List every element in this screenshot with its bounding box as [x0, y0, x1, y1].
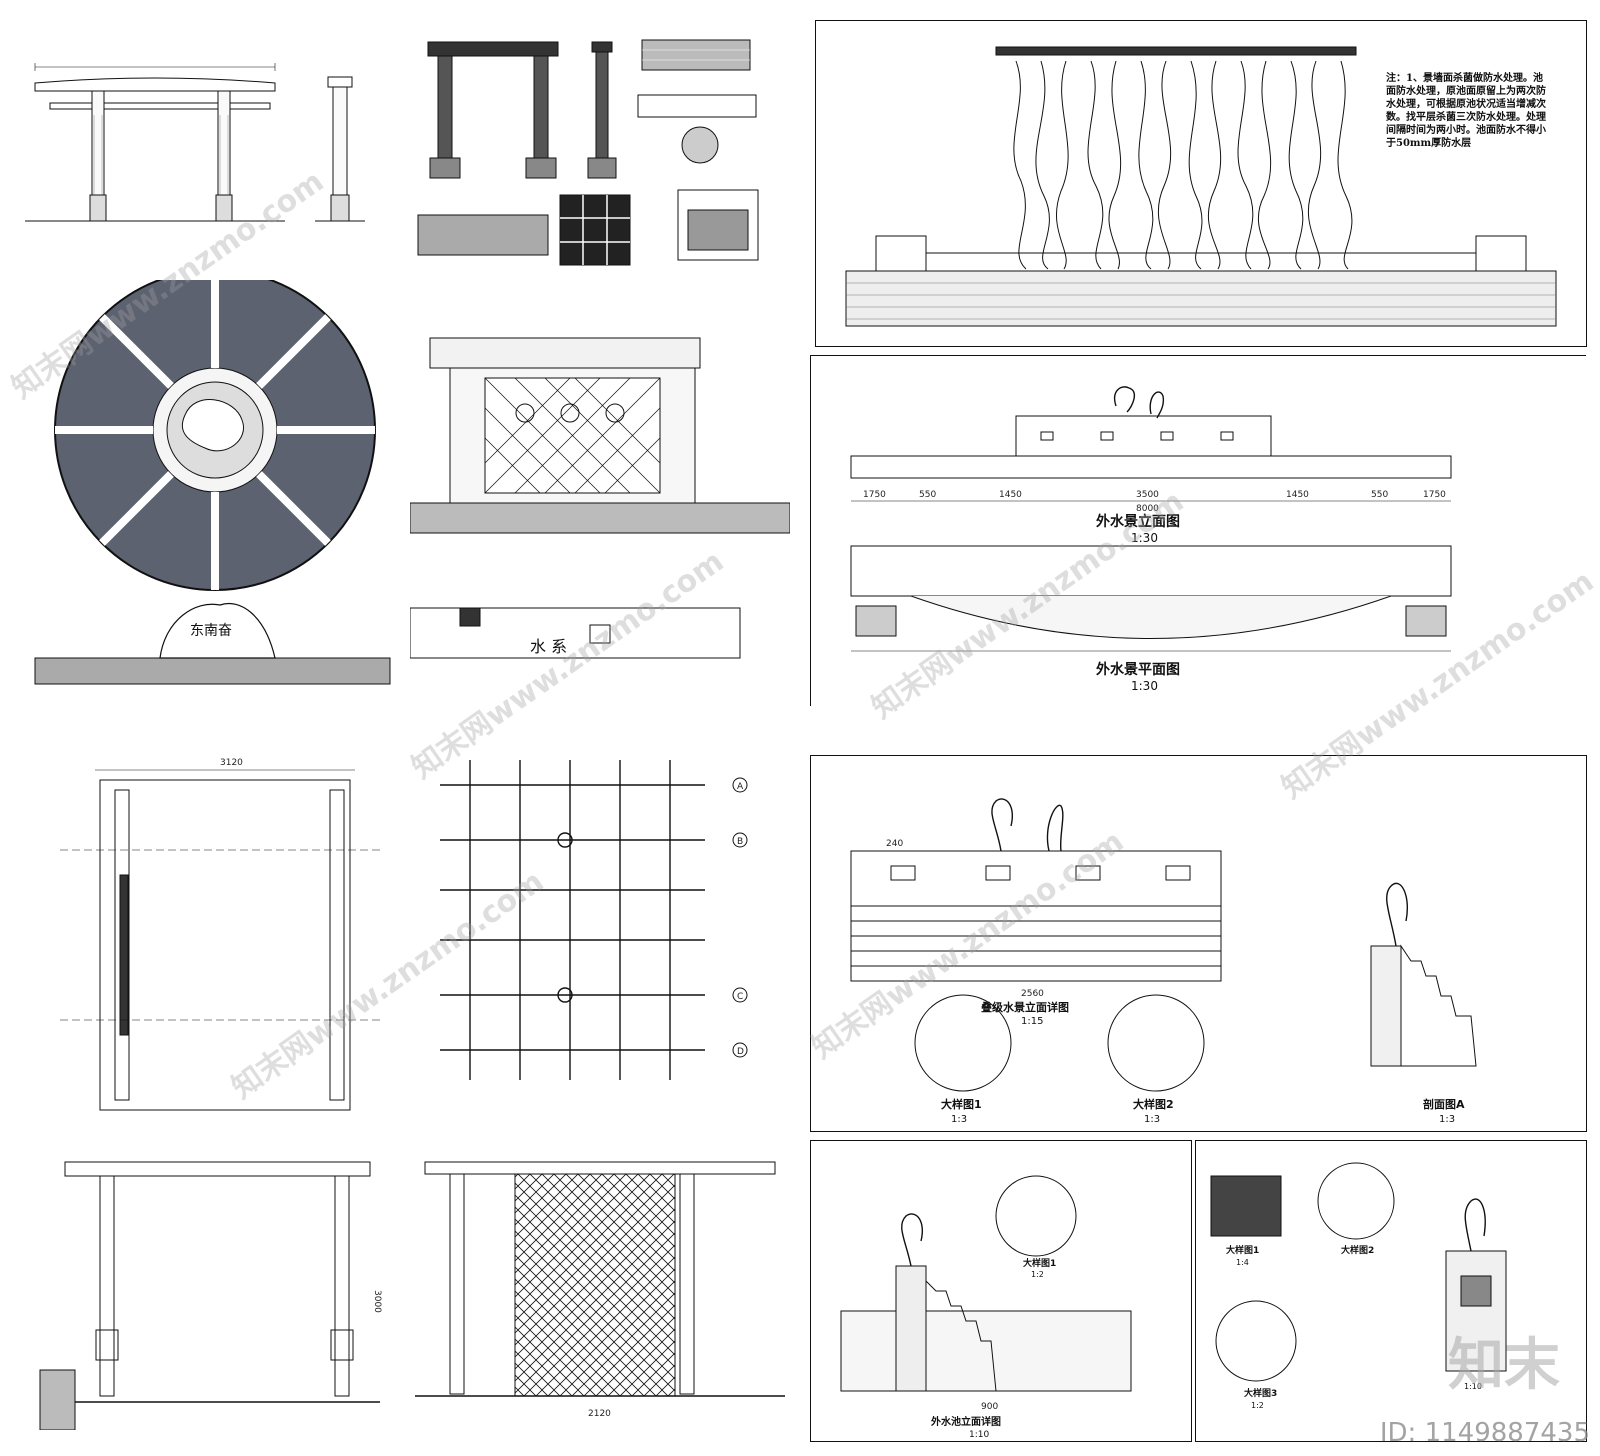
paving-detail-drawing: [417, 39, 759, 266]
grid-axis-labels: A B C D: [737, 782, 744, 1057]
water-curtain-strands: [1013, 60, 1353, 270]
svg-text:1450: 1450: [1286, 490, 1309, 500]
curtain-fountain-sheet: 注：1、景墙面杀菌做防水处理。池面防水处理，原池面原留上为两次防水处理，可根据原…: [815, 20, 1587, 347]
pergola-plan-sheet: 3120: [20, 745, 400, 1130]
curtain-fountain-drawing: 注：1、景墙面杀菌做防水处理。池面防水处理，原池面原留上为两次防水处理，可根据原…: [845, 46, 1557, 327]
detail2-scale: 1:3: [1144, 1114, 1160, 1125]
grid-plan-drawing: A B C D: [440, 760, 748, 1080]
svg-text:550: 550: [1371, 490, 1388, 500]
fountain-detail-sheet: 大样图1 1:4 大样图2 大样图3 1:2 1:10: [1195, 1140, 1587, 1442]
fd-d2: 大样图2: [1341, 1244, 1374, 1256]
pond-plan-drawing: 东南奋: [34, 280, 391, 685]
section-scale: 1:3: [1439, 1114, 1455, 1125]
pond-plan-sheet: 东南奋: [20, 280, 400, 700]
svg-text:3500: 3500: [1136, 490, 1159, 500]
lattice-wall-sheet: 水 系: [410, 300, 790, 700]
svg-text:8000: 8000: [1136, 504, 1159, 514]
cascade-scale: 1:15: [1021, 1016, 1043, 1027]
svg-text:1750: 1750: [863, 490, 886, 500]
pergola-width: 3120: [220, 758, 243, 768]
elevation-scale: 1:30: [1131, 531, 1158, 545]
grid-plan-sheet: A B C D: [410, 750, 790, 1130]
elevation-title: 外水景立面图: [1096, 513, 1180, 530]
plan-title: 外水景平面图: [1096, 661, 1180, 678]
outer-section-sheet: 900 外水池立面详图 1:10 大样图1 1:2: [810, 1140, 1192, 1442]
lattice-width: 2120: [588, 1409, 611, 1419]
lattice-elevation-sheet: 2120: [410, 1150, 790, 1430]
outer-section-drawing: 900 外水池立面详图 1:10 大样图1 1:2: [840, 1175, 1132, 1440]
outer-section-scale: 1:10: [969, 1430, 989, 1440]
outer-detail1: 大样图1: [1023, 1257, 1056, 1269]
front-elevation-drawing: 3000: [39, 1161, 382, 1430]
plan-scale: 1:30: [1131, 679, 1158, 693]
cascade-title: 叠级水景立面详图: [981, 1000, 1069, 1014]
fd-d1-scale: 1:4: [1236, 1258, 1249, 1267]
pergola-plan-drawing: 3120: [60, 758, 380, 1111]
fd-d3: 大样图3: [1244, 1387, 1277, 1399]
detail2-title: 大样图2: [1133, 1097, 1174, 1111]
front-elevation-sheet: 3000: [20, 1140, 400, 1430]
waterproof-note: 注：1、景墙面杀菌做防水处理。池面防水处理，原池面原留上为两次防水处理，可根据原…: [1385, 71, 1546, 149]
water-system-label: 水 系: [530, 637, 567, 656]
rock-elevation: 东南奋: [34, 603, 391, 685]
detail1-scale: 1:3: [951, 1114, 967, 1125]
paving-detail-sheet: [410, 20, 790, 270]
arch-elevation-sheet: [20, 55, 390, 235]
svg-text:550: 550: [919, 490, 936, 500]
detail1-title: 大样图1: [941, 1097, 982, 1111]
svg-text:1450: 1450: [999, 490, 1022, 500]
outer-detail1-scale: 1:2: [1031, 1270, 1044, 1279]
svg-text:1750: 1750: [1423, 490, 1446, 500]
site-logo: 知末: [1448, 1333, 1560, 1398]
rock-label: 东南奋: [190, 623, 232, 639]
lattice-wall-drawing: 水 系: [410, 337, 790, 659]
front-height: 3000: [372, 1290, 382, 1313]
lattice-elevation-drawing: 2120: [415, 1161, 785, 1419]
svg-text:D: D: [737, 1047, 744, 1057]
outer-section-title: 外水池立面详图: [930, 1415, 1001, 1428]
arch-elevation-drawing: [25, 63, 365, 222]
id-tag: ID: 1149887435: [1379, 1418, 1590, 1448]
svg-text:B: B: [737, 837, 743, 847]
fountain-detail-drawing: 大样图1 1:4 大样图2 大样图3 1:2 1:10: [1210, 1162, 1507, 1410]
svg-text:A: A: [737, 782, 744, 792]
pond-radial-paths: [55, 280, 375, 590]
outer-feature-sheet: 1750 550 1450 3500 1450 550 1750 8000 外水…: [810, 355, 1586, 706]
outer-feature-drawing: 1750 550 1450 3500 1450 550 1750 8000 外水…: [850, 386, 1452, 693]
cascade-dim-small: 240: [886, 839, 903, 849]
cascade-sheet: 240 2560 叠级水景立面详图 1:15 大样图1 1:3 大样图2 1:3…: [810, 755, 1587, 1132]
section-title: 剖面图A: [1423, 1097, 1465, 1111]
svg-text:C: C: [737, 992, 743, 1002]
fd-d1: 大样图1: [1226, 1244, 1259, 1256]
outer-total: 900: [981, 1402, 998, 1412]
fd-elev-scale: 1:10: [1464, 1382, 1482, 1391]
fd-d3-scale: 1:2: [1251, 1401, 1264, 1410]
cascade-dim-total: 2560: [1021, 989, 1044, 999]
cascade-drawing: 240 2560 叠级水景立面详图 1:15 大样图1 1:3 大样图2 1:3…: [850, 798, 1477, 1125]
elevation-dimensions: 1750 550 1450 3500 1450 550 1750 8000: [863, 490, 1446, 514]
